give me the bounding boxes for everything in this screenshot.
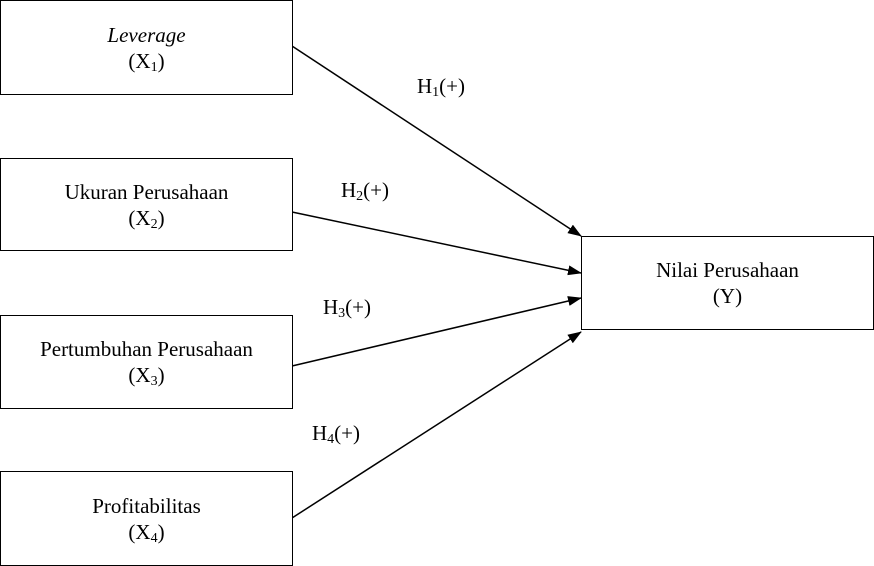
variable-box-x3: Pertumbuhan Perusahaan (X3) [0, 315, 293, 409]
variable-label-x1: Leverage [107, 22, 186, 47]
variable-code-x4: (X4) [128, 519, 165, 546]
variable-code-x3: (X3) [128, 363, 165, 389]
hypothesis-label-h4: H4(+) [312, 421, 361, 447]
arrow-h3 [291, 296, 582, 367]
dependent-box-y: Nilai Perusahaan (Y) [581, 236, 874, 330]
variable-code-x2: (X2) [128, 205, 165, 232]
variable-label-x4: Profitabilitas [92, 493, 201, 518]
arrow-h1 [291, 45, 582, 237]
arrow-h4 [291, 331, 582, 519]
variable-box-x1: Leverage (X1) [0, 0, 293, 95]
dependent-label: Nilai Perusahaan [656, 258, 799, 282]
dependent-code: (Y) [712, 284, 743, 308]
variable-box-x4: Profitabilitas (X4) [0, 471, 293, 566]
hypothesis-label-h2: H2(+) [341, 178, 390, 204]
arrow-h2 [291, 211, 582, 276]
hypothesis-label-h1: H1(+) [417, 74, 466, 100]
variable-code-x1: (X1) [128, 48, 165, 75]
hypothesis-label-h3: H3(+) [323, 295, 372, 321]
variable-label-x3: Pertumbuhan Perusahaan [40, 337, 253, 361]
variable-label-x2: Ukuran Perusahaan [64, 179, 229, 204]
variable-box-x2: Ukuran Perusahaan (X2) [0, 158, 293, 251]
